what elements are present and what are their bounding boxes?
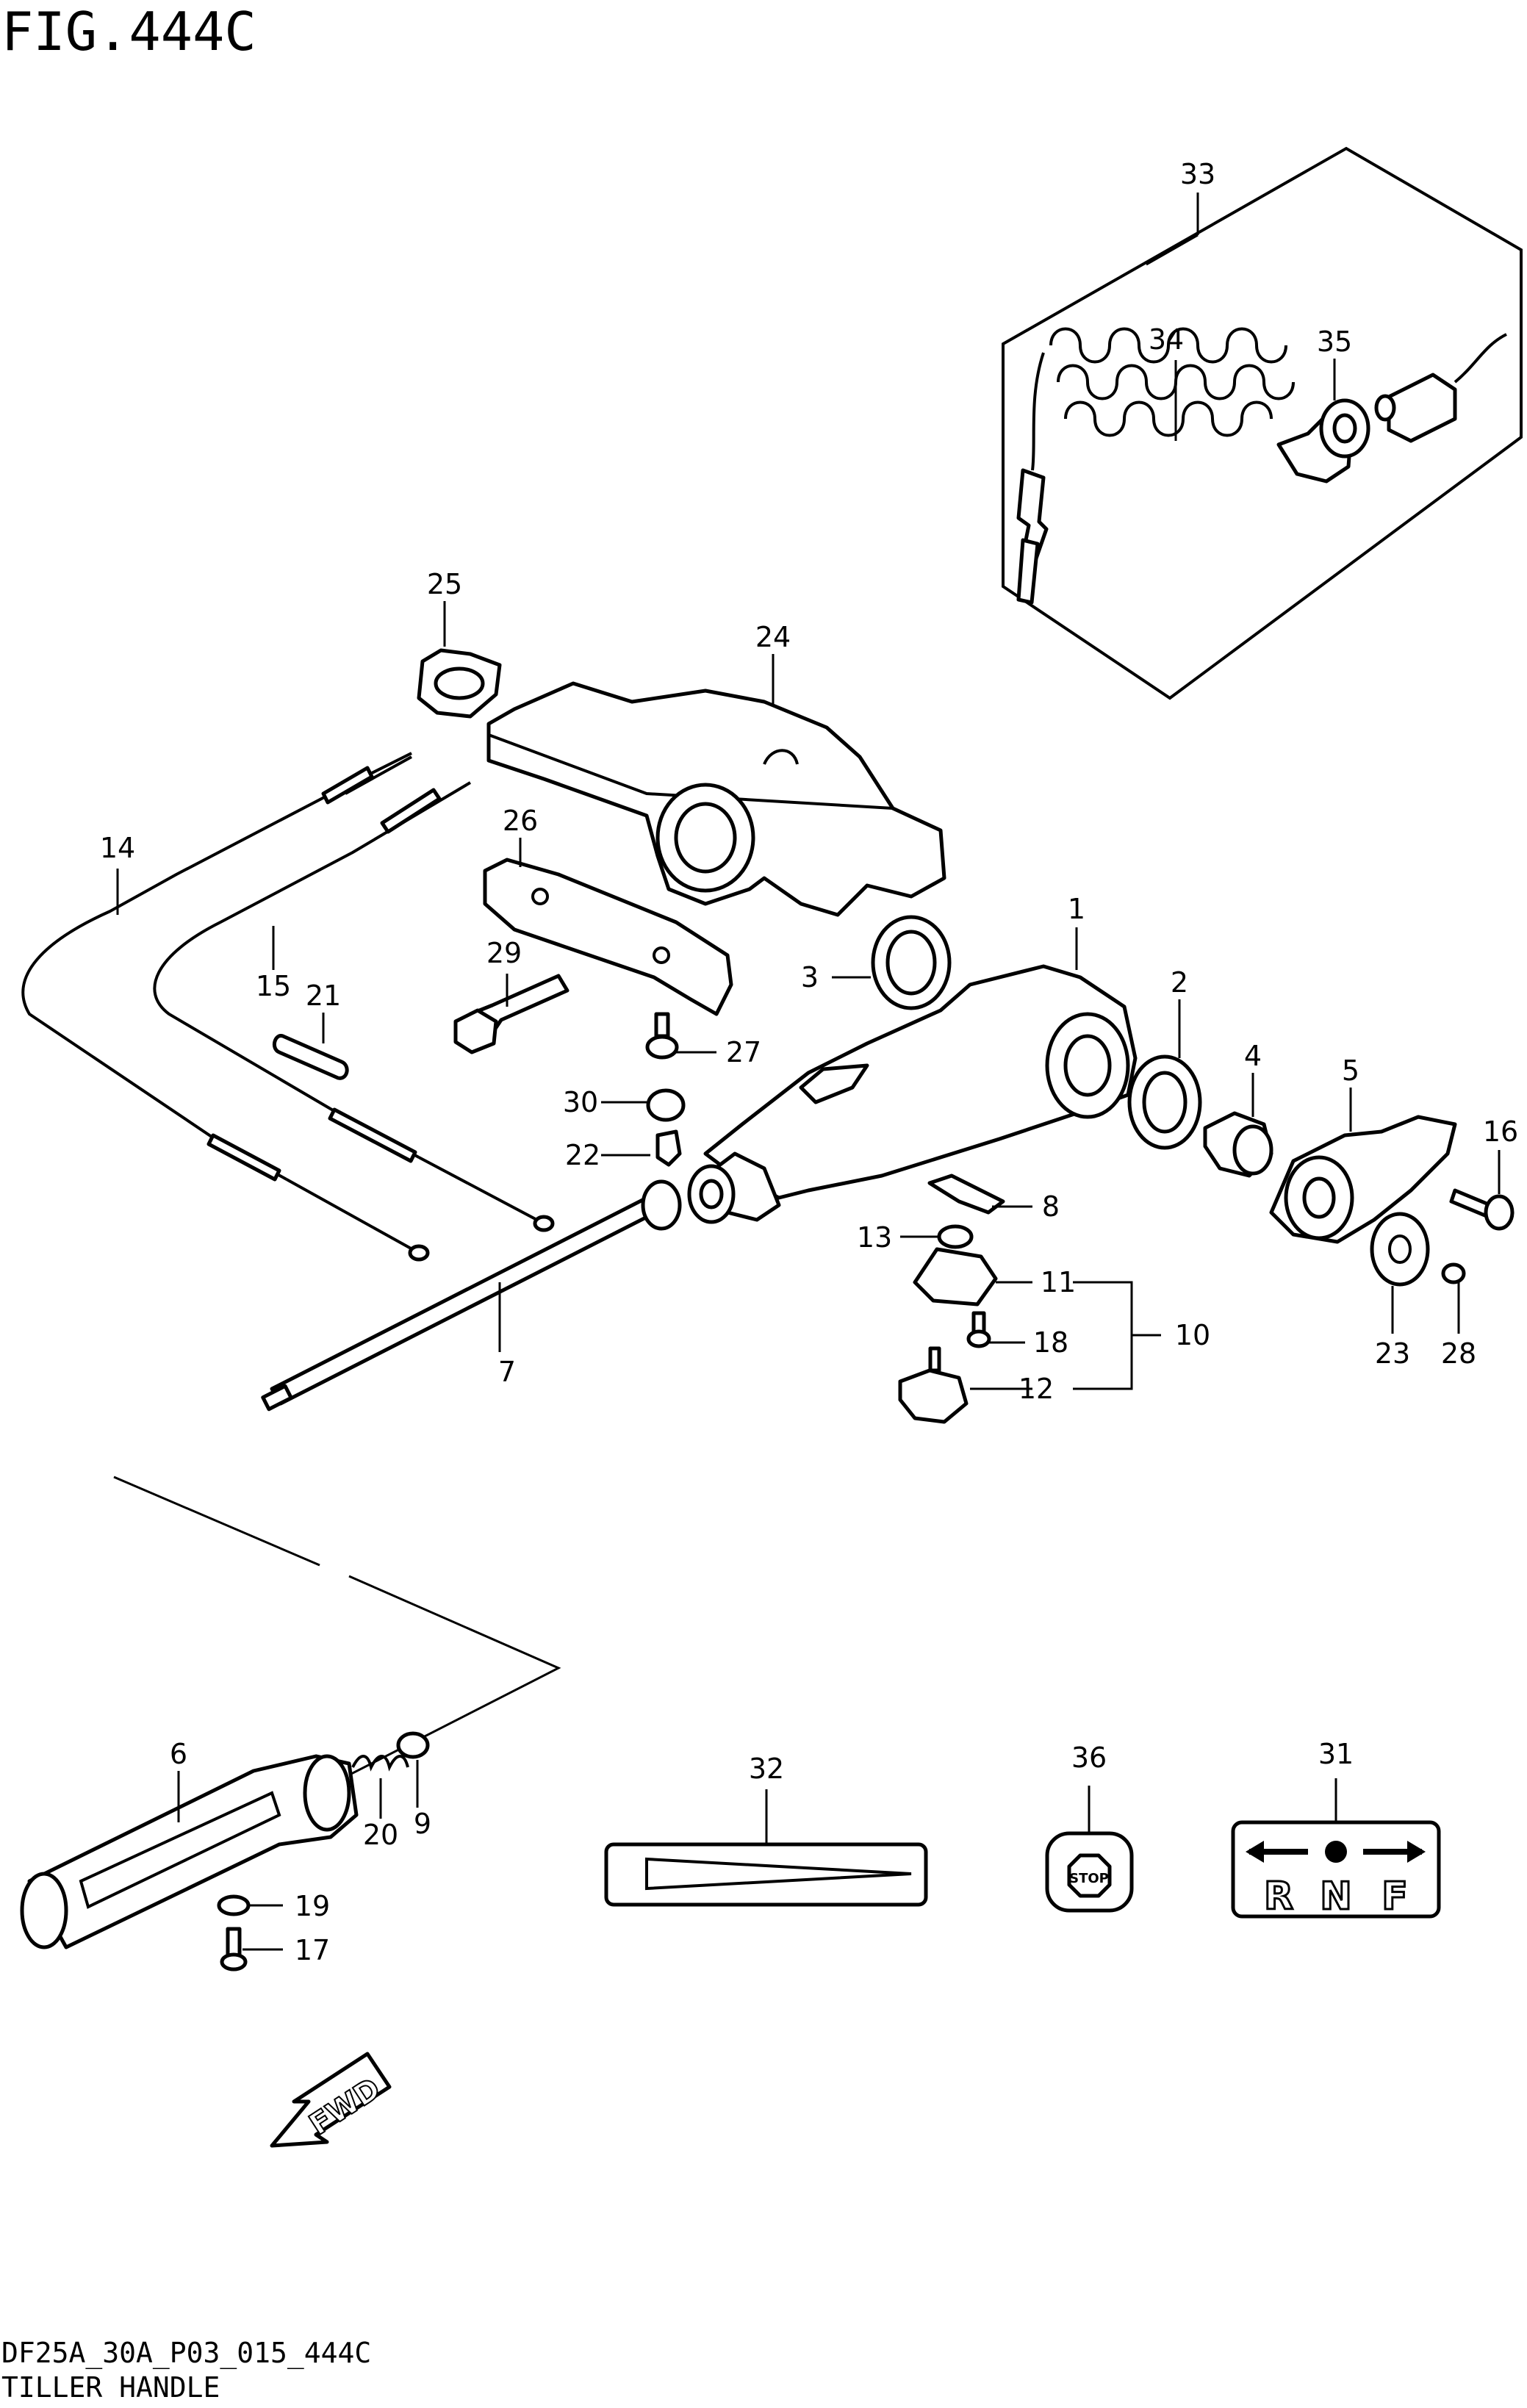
- washer: [1127, 1054, 1202, 1150]
- gear-letter-f: F: [1382, 1875, 1408, 1919]
- tiller-handle-body: [687, 964, 1138, 1224]
- gear-letter-r: R: [1264, 1875, 1293, 1919]
- bolt-16: [1449, 1188, 1515, 1231]
- callout-31: 31: [1318, 1738, 1354, 1770]
- cap: [646, 1088, 686, 1122]
- stop-switch: [1374, 333, 1507, 443]
- screw-28: [1441, 1262, 1466, 1284]
- callout-19: 19: [295, 1890, 330, 1922]
- callout-2: 2: [1171, 966, 1188, 999]
- callout-1: 1: [1068, 893, 1085, 925]
- throttle-bracket: [1269, 1115, 1457, 1244]
- figure-title: FIG.444C: [1, 1, 256, 62]
- spring-plate: [927, 1174, 1005, 1215]
- gear-decal: R N F: [1231, 1820, 1441, 1920]
- callout-3: 3: [801, 961, 819, 993]
- lock-nut: [1319, 398, 1370, 459]
- callout-7: 7: [498, 1356, 516, 1388]
- callout-9: 9: [414, 1808, 431, 1840]
- callout-16: 16: [1483, 1115, 1518, 1148]
- decal-32: [604, 1842, 928, 1907]
- callout-29: 29: [486, 937, 522, 969]
- throttle-grip: [20, 1754, 359, 1949]
- throttle-cable: [21, 752, 430, 1262]
- callout-labels: 1 2 3 4 5 6 7 8 9 10 11 12 13 14 15 16 1…: [100, 158, 1518, 1966]
- callout-13: 13: [857, 1221, 892, 1254]
- callout-10: 10: [1175, 1319, 1210, 1351]
- callout-22: 22: [565, 1139, 600, 1171]
- callout-23: 23: [1375, 1337, 1410, 1370]
- washer-9: [396, 1731, 430, 1759]
- callout-6: 6: [170, 1738, 187, 1770]
- callout-30: 30: [563, 1086, 598, 1118]
- gear-letter-n: N: [1320, 1875, 1352, 1919]
- throttle-shaft: [261, 1179, 682, 1412]
- stop-switch-kit: [1002, 146, 1523, 700]
- drawing-code: DF25A_30A_P03_015_444C: [1, 2337, 371, 2370]
- callout-26: 26: [503, 805, 538, 837]
- screw-18: [966, 1311, 991, 1348]
- callout-5: 5: [1342, 1054, 1359, 1087]
- plate: [1370, 1212, 1430, 1287]
- screw-17: [220, 1927, 248, 1972]
- bushing: [871, 915, 952, 1010]
- callout-14: 14: [100, 832, 135, 864]
- callout-36: 36: [1071, 1742, 1107, 1774]
- callout-17: 17: [295, 1934, 330, 1966]
- callout-33: 33: [1180, 158, 1215, 190]
- callout-15: 15: [256, 970, 291, 1002]
- callout-24: 24: [755, 621, 791, 653]
- callout-34: 34: [1149, 323, 1184, 356]
- callout-11: 11: [1041, 1266, 1076, 1298]
- callout-27: 27: [726, 1036, 761, 1068]
- pin: [272, 1034, 349, 1080]
- callout-28: 28: [1441, 1337, 1476, 1370]
- clip: [655, 1129, 682, 1167]
- grommet: [417, 648, 502, 719]
- fwd-arrow-icon: FWD: [270, 2052, 392, 2148]
- friction-knob: [898, 1346, 969, 1424]
- callout-20: 20: [363, 1819, 398, 1851]
- screw: [645, 1012, 679, 1060]
- stop-label: STOP: [1069, 1871, 1109, 1886]
- stopper: [913, 1247, 998, 1307]
- callout-35: 35: [1317, 326, 1352, 358]
- tiller-bracket: [486, 681, 946, 917]
- callout-18: 18: [1033, 1326, 1068, 1359]
- callout-4: 4: [1244, 1040, 1262, 1072]
- callout-21: 21: [306, 980, 341, 1012]
- callout-8: 8: [1042, 1190, 1060, 1223]
- section-title: TILLER HANDLE: [1, 2371, 220, 2404]
- callout-32: 32: [749, 1753, 784, 1785]
- washer-small: [937, 1224, 974, 1249]
- stop-decal: STOP: [1045, 1831, 1134, 1913]
- spring: [351, 1755, 409, 1772]
- shift-cable: [153, 781, 555, 1232]
- friction-plate: [483, 858, 733, 1016]
- washer-19: [217, 1894, 251, 1916]
- lanyard-coil: [1016, 327, 1354, 605]
- bolt: [453, 974, 570, 1054]
- collar: [1203, 1111, 1273, 1178]
- callout-12: 12: [1018, 1373, 1054, 1405]
- callout-25: 25: [427, 568, 462, 600]
